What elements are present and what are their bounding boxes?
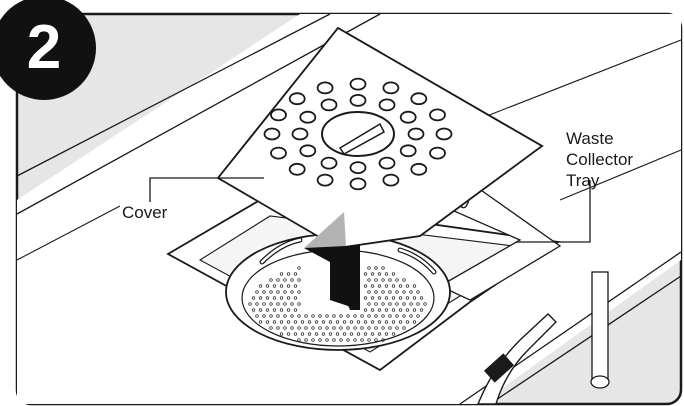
- cover-label: Cover: [120, 202, 169, 223]
- tray-label-line: Tray: [566, 170, 633, 191]
- cover-hole: [401, 145, 416, 156]
- cover-hole: [351, 162, 366, 173]
- tray-label-line: Waste: [566, 128, 633, 149]
- cover-hole: [383, 82, 398, 93]
- cover-hole: [300, 145, 315, 156]
- cover-hole: [290, 93, 305, 104]
- cover-hole: [318, 175, 333, 186]
- cover-hole: [322, 99, 337, 110]
- waste-collector-tray-label: Waste Collector Tray: [566, 128, 633, 191]
- cover-hole: [351, 79, 366, 90]
- cover-hole: [300, 112, 315, 123]
- cover-hole: [430, 148, 445, 159]
- cover-hole: [322, 158, 337, 169]
- cover-center-hole: [322, 112, 394, 156]
- cover-hole: [430, 109, 445, 120]
- cover-hole: [411, 164, 426, 175]
- cover-hole: [293, 129, 308, 140]
- cover-hole: [380, 158, 395, 169]
- cover-hole: [437, 129, 452, 140]
- cover-hole: [271, 109, 286, 120]
- drain-leg: [592, 272, 608, 380]
- tray-label-line: Collector: [566, 149, 633, 170]
- cover-hole: [401, 112, 416, 123]
- cover-hole: [271, 148, 286, 159]
- cover-hole: [409, 129, 424, 140]
- cover-hole: [380, 99, 395, 110]
- cover-hole: [383, 175, 398, 186]
- drain-leg-foot: [591, 376, 609, 388]
- cover-hole: [265, 129, 280, 140]
- cover-hole: [351, 95, 366, 106]
- cover-hole: [290, 164, 305, 175]
- cover-hole: [351, 178, 366, 189]
- cover-hole: [318, 82, 333, 93]
- cover-hole: [411, 93, 426, 104]
